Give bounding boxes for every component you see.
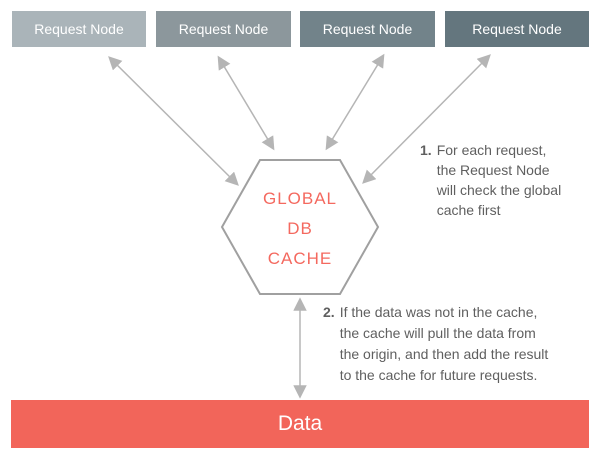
data-origin-bar: Data — [11, 400, 589, 448]
annotation-step1: 1. For each request, the Request Node wi… — [420, 140, 561, 220]
arrow-node2-cache-icon — [217, 55, 275, 151]
cache-label-line3: CACHE — [267, 249, 333, 268]
arrow-node1-cache-icon — [108, 56, 239, 186]
request-node-label: Request Node — [178, 21, 269, 37]
annotation-step1-text: For each request, the Request Node will … — [436, 142, 562, 218]
request-node-label: Request Node — [34, 21, 124, 37]
cache-label-line1: GLOBAL — [262, 189, 338, 208]
request-node-label: Request Node — [472, 21, 562, 37]
annotation-step2-text: If the data was not in the cache, the ca… — [339, 304, 549, 383]
request-node-box-4: Request Node — [445, 11, 589, 47]
annotation-step2: 2. If the data was not in the cache, the… — [323, 302, 548, 386]
cache-hexagon — [220, 159, 380, 295]
arrow-node4-cache-icon — [362, 54, 491, 184]
annotation-step1-number: 1. — [420, 142, 432, 158]
request-node-box-2: Request Node — [156, 11, 291, 47]
arrow-node3-cache-icon — [325, 53, 385, 151]
data-bar-label: Data — [277, 412, 323, 435]
request-node-box-3: Request Node — [300, 11, 435, 47]
request-node-label: Request Node — [322, 21, 413, 37]
cache-hexagon-label: GLOBAL DB CACHE — [222, 184, 378, 274]
cache-label-line2: DB — [287, 219, 313, 238]
request-node-box-1: Request Node — [12, 11, 146, 47]
annotation-step2-number: 2. — [323, 304, 335, 320]
